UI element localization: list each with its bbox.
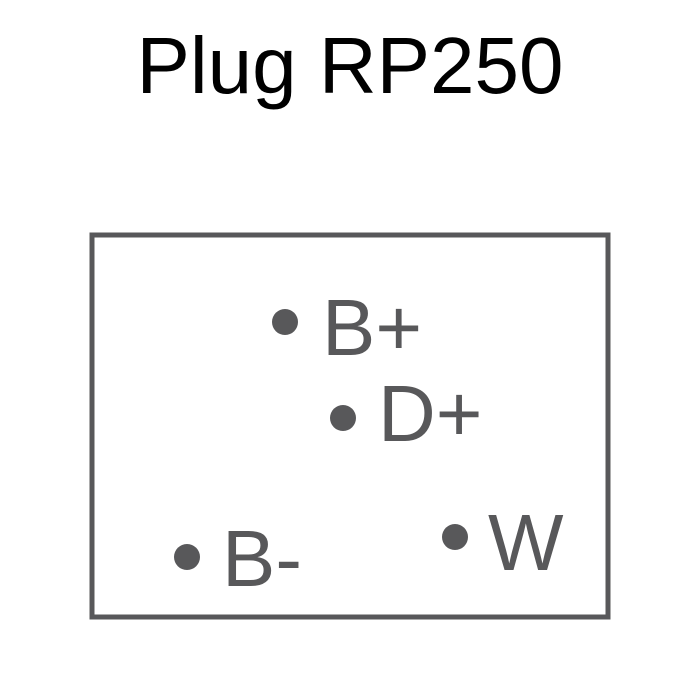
pin-d-plus-dot	[330, 405, 356, 431]
pin-d-plus-label: D+	[378, 369, 483, 458]
plug-outline	[89, 232, 611, 620]
pin-w-dot	[442, 524, 468, 550]
pin-b-minus-label: B-	[222, 514, 302, 603]
diagram-title: Plug RP250	[136, 21, 564, 110]
pin-b-plus-dot	[272, 309, 298, 335]
pin-b-plus-label: B+	[322, 283, 422, 372]
pin-w-label: W	[488, 498, 564, 587]
pin-b-minus-dot	[174, 544, 200, 570]
